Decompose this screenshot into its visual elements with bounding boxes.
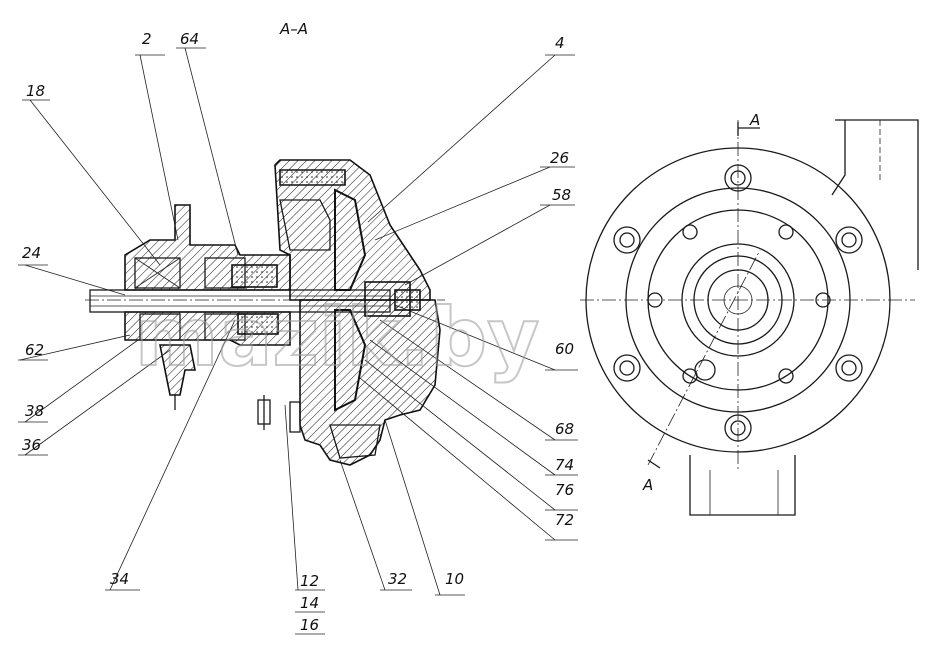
label-18: 18 xyxy=(26,82,45,100)
label-4: 4 xyxy=(555,34,565,52)
label-34: 34 xyxy=(110,570,129,588)
watermark: mazik.by xyxy=(135,291,539,384)
label-68: 68 xyxy=(555,420,574,438)
label-38: 38 xyxy=(25,402,44,420)
label-72: 72 xyxy=(555,511,574,529)
section-title: A–A xyxy=(279,20,308,38)
label-36: 36 xyxy=(22,436,41,454)
bolt-upper-right xyxy=(835,226,863,254)
bolt-upper-left xyxy=(613,226,641,254)
bolt-lower-right xyxy=(835,354,863,382)
bolt-pattern xyxy=(613,164,863,442)
label-10: 10 xyxy=(445,570,464,588)
pump-section-view xyxy=(85,159,445,466)
bolt-bottom xyxy=(724,414,752,442)
label-26: 26 xyxy=(550,149,569,167)
part-labels: A–A 2 64 18 4 26 58 24 62 38 36 60 68 74… xyxy=(22,20,574,634)
section-mark-top: A xyxy=(749,111,760,129)
label-32: 32 xyxy=(388,570,407,588)
section-mark-bottom: A xyxy=(642,476,653,494)
bolt-lower-left xyxy=(613,354,641,382)
label-underlines xyxy=(18,47,578,635)
label-14: 14 xyxy=(300,594,319,612)
label-60: 60 xyxy=(555,340,574,358)
label-76: 76 xyxy=(555,481,574,499)
pump-front-view xyxy=(580,119,919,516)
label-58: 58 xyxy=(552,186,571,204)
label-12: 12 xyxy=(300,572,319,590)
label-62: 62 xyxy=(25,341,44,359)
label-64: 64 xyxy=(180,30,199,48)
label-2: 2 xyxy=(142,30,152,48)
bolt-top xyxy=(724,164,752,192)
label-16: 16 xyxy=(300,616,319,634)
label-74: 74 xyxy=(555,456,574,474)
label-24: 24 xyxy=(22,244,41,262)
leader-lines xyxy=(19,47,556,596)
